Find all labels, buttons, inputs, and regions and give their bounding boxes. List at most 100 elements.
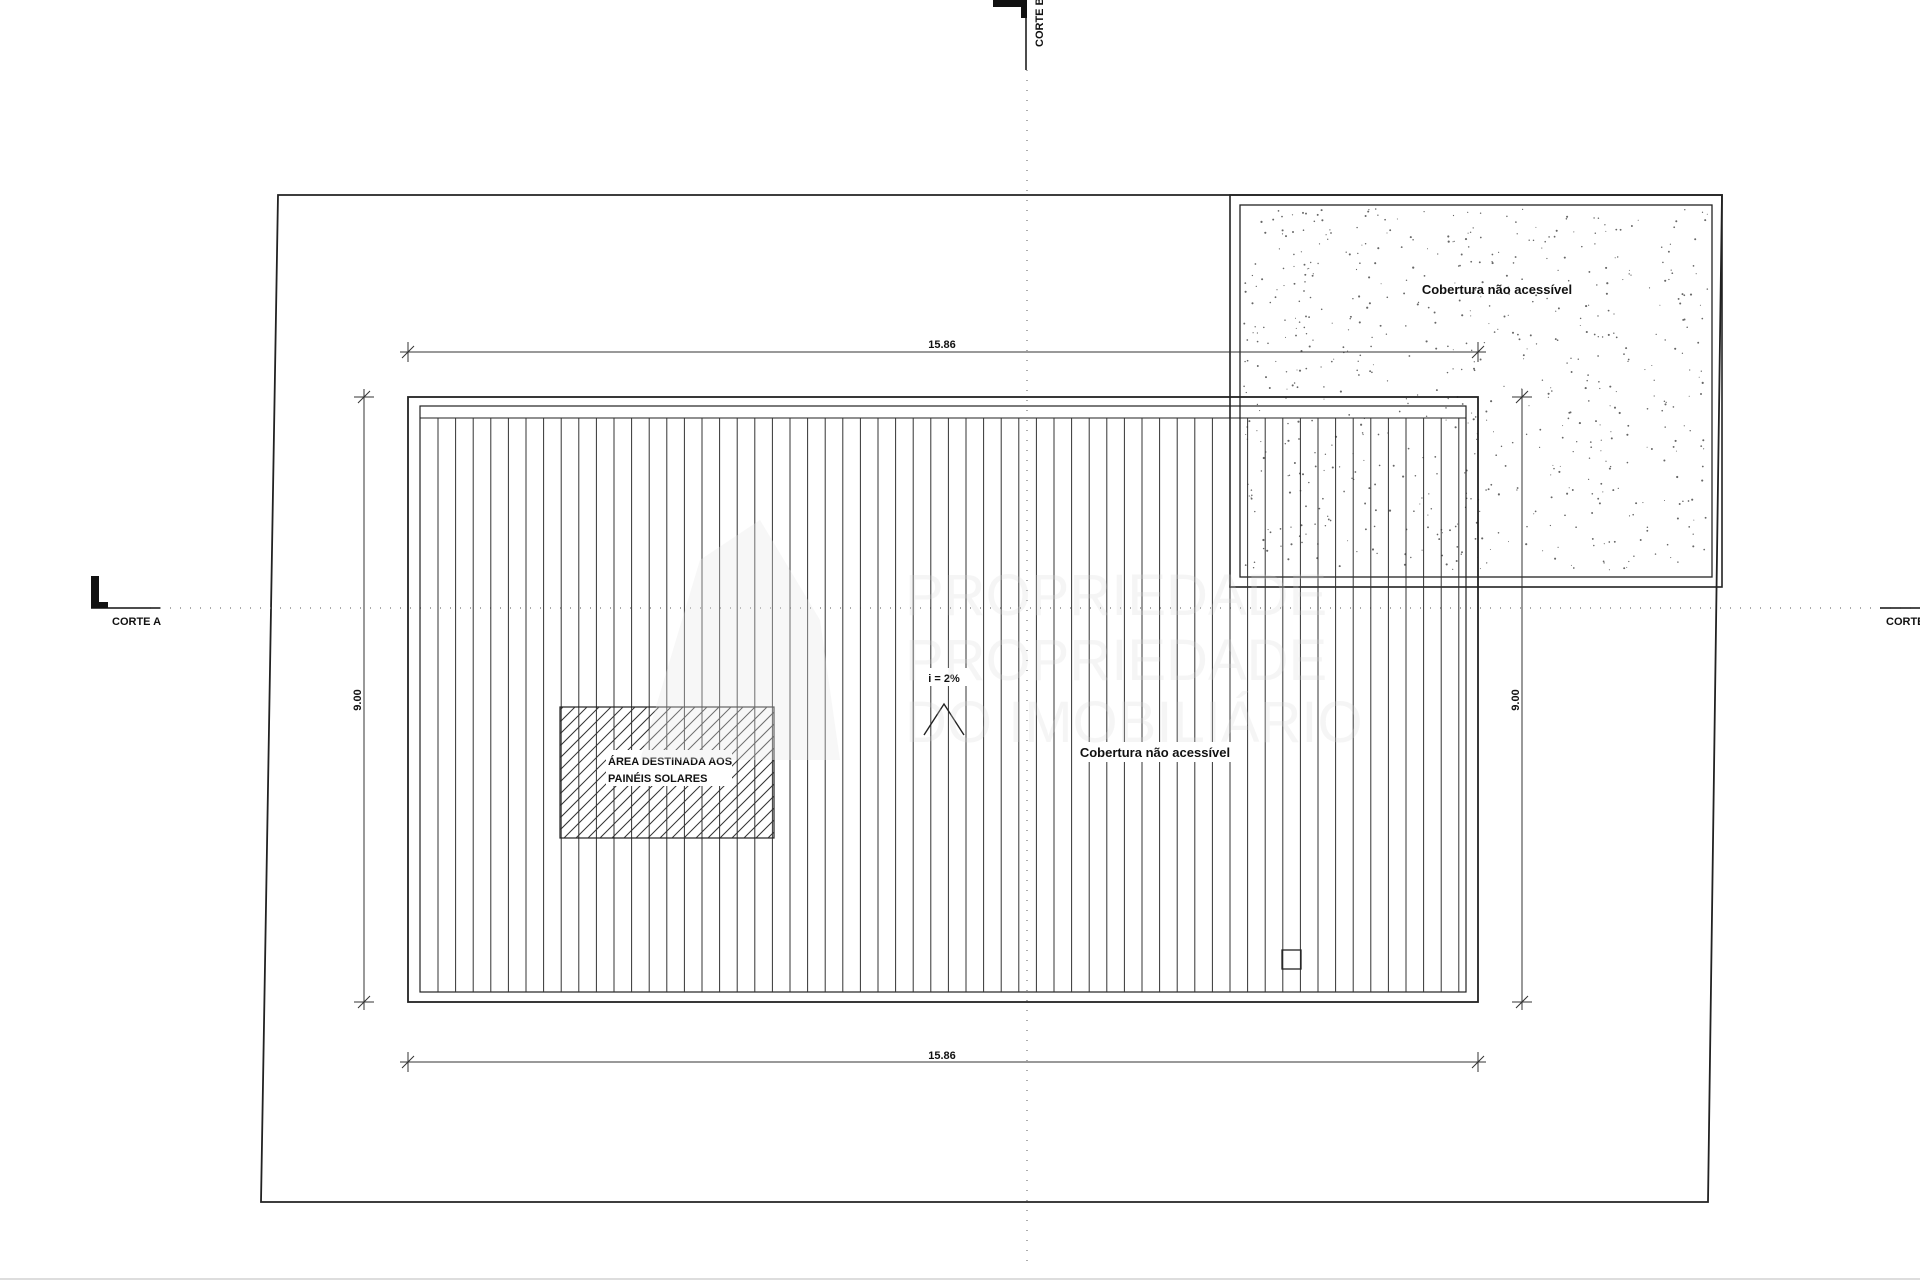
gravel-dot xyxy=(1320,209,1323,212)
gravel-dot xyxy=(1278,248,1281,250)
gravel-dot xyxy=(1301,473,1305,476)
gravel-dot xyxy=(1689,369,1691,371)
gravel-dot xyxy=(1492,431,1495,433)
gravel-dot xyxy=(1311,419,1313,422)
gravel-dot xyxy=(1364,528,1367,531)
gravel-dot xyxy=(1593,333,1596,336)
gravel-dot xyxy=(1266,549,1269,552)
gravel-dot xyxy=(1512,262,1515,264)
gravel-dot xyxy=(1285,371,1288,373)
gravel-dot xyxy=(1609,385,1612,388)
gravel-dot xyxy=(1608,467,1611,470)
gravel-dot xyxy=(1298,300,1301,303)
gravel-dot xyxy=(1480,296,1482,298)
gravel-dot xyxy=(1452,214,1455,217)
gravel-dot xyxy=(1357,360,1359,362)
gravel-dot xyxy=(1681,293,1684,296)
gravel-dot xyxy=(1493,331,1496,333)
gravel-dot xyxy=(1670,557,1672,559)
gravel-dot xyxy=(1414,475,1417,477)
gravel-dot xyxy=(1291,384,1294,387)
gravel-dot xyxy=(1305,332,1308,335)
gravel-dot xyxy=(1667,250,1670,253)
gravel-dot xyxy=(1396,218,1398,220)
gravel-dot xyxy=(1498,251,1500,253)
gravel-dot xyxy=(1358,295,1361,298)
gravel-dot xyxy=(1594,232,1597,235)
gravel-dot xyxy=(1607,333,1610,336)
gravel-dot xyxy=(1663,459,1666,462)
solar-hatch-line xyxy=(731,795,774,838)
gravel-dot xyxy=(1338,466,1341,468)
gravel-dot xyxy=(1251,274,1254,277)
gravel-dot xyxy=(1367,210,1370,213)
gravel-dot xyxy=(1311,274,1314,277)
gravel-dot xyxy=(1546,297,1548,300)
gravel-dot xyxy=(1371,371,1373,374)
gravel-dot xyxy=(1305,212,1307,215)
gravel-dot xyxy=(1642,502,1644,504)
gravel-dot xyxy=(1262,456,1265,460)
gravel-dot xyxy=(1374,262,1377,265)
gravel-dot xyxy=(1447,397,1449,400)
gravel-dot xyxy=(1566,215,1569,218)
gravel-dot xyxy=(1330,360,1333,363)
gravel-dot xyxy=(1605,460,1607,462)
gravel-dot xyxy=(1276,289,1278,291)
gravel-dot xyxy=(1296,386,1299,389)
gravel-dot xyxy=(1539,428,1542,431)
gravel-dot xyxy=(1706,288,1709,290)
gravel-dot xyxy=(1627,360,1629,363)
gravel-dot xyxy=(1689,293,1693,296)
gravel-dot xyxy=(1456,292,1458,294)
gravel-dot xyxy=(1409,236,1412,239)
gravel-dot xyxy=(1675,450,1677,452)
gravel-dot xyxy=(1474,537,1477,540)
gravel-dot xyxy=(1472,227,1474,229)
gravel-dot xyxy=(1262,547,1265,550)
gravel-dot xyxy=(1613,313,1615,315)
gravel-dot xyxy=(1505,274,1508,277)
gravel-dot xyxy=(1597,497,1600,500)
gravel-dot xyxy=(1447,235,1450,238)
gravel-dot xyxy=(1254,510,1256,513)
gravel-dot xyxy=(1491,262,1494,265)
gravel-dot xyxy=(1363,459,1365,461)
gravel-dot xyxy=(1312,339,1314,341)
gravel-dot xyxy=(1308,481,1310,484)
annex-gravel-hatch xyxy=(1243,208,1709,571)
gravel-dot xyxy=(1467,246,1470,248)
gravel-dot xyxy=(1544,240,1546,243)
gravel-dot xyxy=(1309,296,1312,299)
gravel-dot xyxy=(1521,208,1524,211)
gravel-dot xyxy=(1659,304,1661,306)
gravel-dot xyxy=(1358,321,1361,324)
gravel-dot xyxy=(1507,286,1510,289)
gravel-dot xyxy=(1604,224,1606,226)
gravel-dot xyxy=(1368,487,1371,490)
gravel-dot xyxy=(1308,267,1310,270)
gravel-dot xyxy=(1293,462,1296,464)
gravel-dot xyxy=(1305,533,1307,535)
gravel-dot xyxy=(1293,253,1295,256)
gravel-dot xyxy=(1421,497,1423,499)
gravel-dot xyxy=(1612,489,1615,492)
gravel-dot xyxy=(1329,519,1332,522)
gravel-dot xyxy=(1555,310,1557,312)
gravel-dot xyxy=(1413,510,1415,512)
section-a-marker-left: CORTE A xyxy=(91,576,161,628)
gravel-dot xyxy=(1433,311,1436,314)
section-b-label-top: CORTE B xyxy=(1034,0,1046,47)
gravel-dot xyxy=(1246,359,1249,362)
gravel-dot xyxy=(1447,345,1449,348)
gravel-dot xyxy=(1594,243,1596,245)
gravel-dot xyxy=(1521,278,1523,281)
solar-hatch-line xyxy=(560,707,624,771)
gravel-dot xyxy=(1430,507,1433,510)
gravel-dot xyxy=(1668,278,1670,281)
gravel-dot xyxy=(1597,315,1599,317)
gravel-dot xyxy=(1625,347,1628,350)
gravel-dot xyxy=(1260,220,1263,223)
gravel-dot xyxy=(1593,217,1595,219)
